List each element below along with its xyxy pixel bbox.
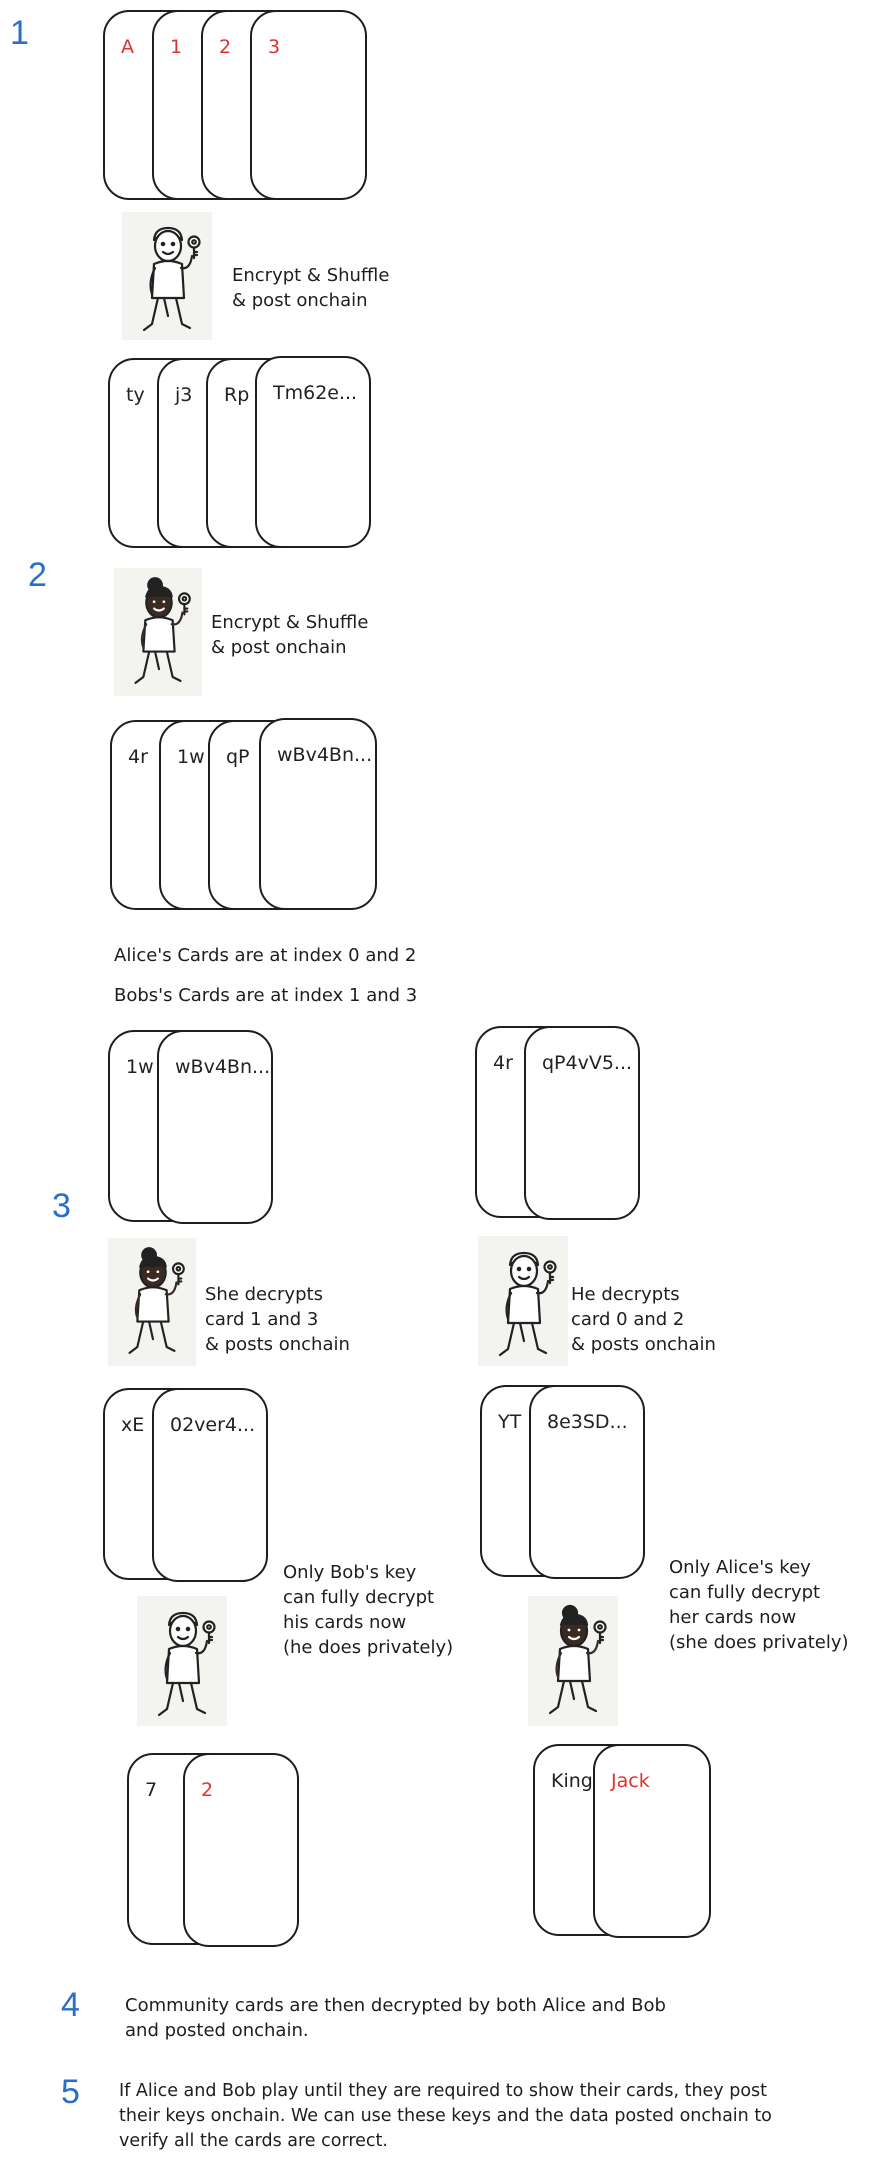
- card-label: 1: [170, 36, 183, 58]
- alice-holding-key-icon: [108, 1238, 196, 1366]
- bob-index-note: Bobs's Cards are at index 1 and 3: [114, 985, 418, 1006]
- card-label: wBv4Bn...: [175, 1056, 271, 1078]
- card-label: xE: [121, 1414, 145, 1436]
- card: Jack: [593, 1744, 711, 1938]
- card-label: 2: [201, 1779, 214, 1801]
- verification-text: If Alice and Bob play until they are req…: [119, 2081, 772, 2151]
- step-number: 3: [52, 1187, 71, 1225]
- alice-encrypt-caption: Encrypt & Shuffle & post onchain: [211, 612, 369, 658]
- alice-index-note: Alice's Cards are at index 0 and 2: [114, 945, 417, 966]
- step-number: 4: [61, 1986, 80, 2024]
- step-number: 1: [10, 14, 29, 52]
- card-label: j3: [175, 384, 193, 406]
- bob-holding-key-icon: [478, 1236, 568, 1366]
- card-label: 4r: [493, 1052, 513, 1074]
- card-label: Rp: [224, 384, 250, 406]
- community-cards-text: Community cards are then decrypted by bo…: [125, 1995, 666, 2041]
- card-label: 2: [219, 36, 232, 58]
- card: Tm62e...: [255, 356, 371, 548]
- alice-holding-key-icon: [528, 1596, 618, 1726]
- card-label: ty: [126, 384, 145, 406]
- alice-only-key-caption: Only Alice's key can fully decrypt her c…: [669, 1557, 849, 1653]
- alice-decrypt-caption: She decrypts card 1 and 3 & posts onchai…: [205, 1284, 350, 1355]
- card-label: 02ver4...: [170, 1414, 256, 1436]
- card: wBv4Bn...: [157, 1030, 273, 1224]
- card-label: 1w: [126, 1056, 154, 1078]
- card: qP4vV5...: [524, 1026, 640, 1220]
- card: 02ver4...: [152, 1388, 268, 1582]
- alice-holding-key-icon: [114, 568, 202, 696]
- bob-encrypt-caption: Encrypt & Shuffle & post onchain: [232, 265, 390, 311]
- card: wBv4Bn...: [259, 718, 377, 910]
- step-number: 5: [61, 2073, 80, 2111]
- bob-holding-key-icon: [137, 1596, 227, 1726]
- card-label: 7: [145, 1779, 158, 1801]
- card-label: Jack: [611, 1770, 650, 1792]
- bob-only-key-caption: Only Bob's key can fully decrypt his car…: [283, 1562, 454, 1658]
- card-label: King: [551, 1770, 593, 1792]
- card-label: 4r: [128, 746, 148, 768]
- card-label: 1w: [177, 746, 205, 768]
- card: 3: [250, 10, 367, 200]
- bob-holding-key-icon: [122, 212, 212, 340]
- card-label: 3: [268, 36, 281, 58]
- card-label: wBv4Bn...: [277, 744, 373, 766]
- card-label: 8e3SD...: [547, 1411, 628, 1433]
- card-label: YT: [498, 1411, 522, 1433]
- card: 8e3SD...: [529, 1385, 645, 1579]
- card-label: Tm62e...: [273, 382, 358, 404]
- card-label: qP4vV5...: [542, 1052, 633, 1074]
- card: 2: [183, 1753, 299, 1947]
- card-label: qP: [226, 746, 250, 768]
- bob-decrypt-caption: He decrypts card 0 and 2 & posts onchain: [571, 1284, 716, 1355]
- card-label: A: [121, 36, 134, 58]
- step-number: 2: [28, 556, 47, 594]
